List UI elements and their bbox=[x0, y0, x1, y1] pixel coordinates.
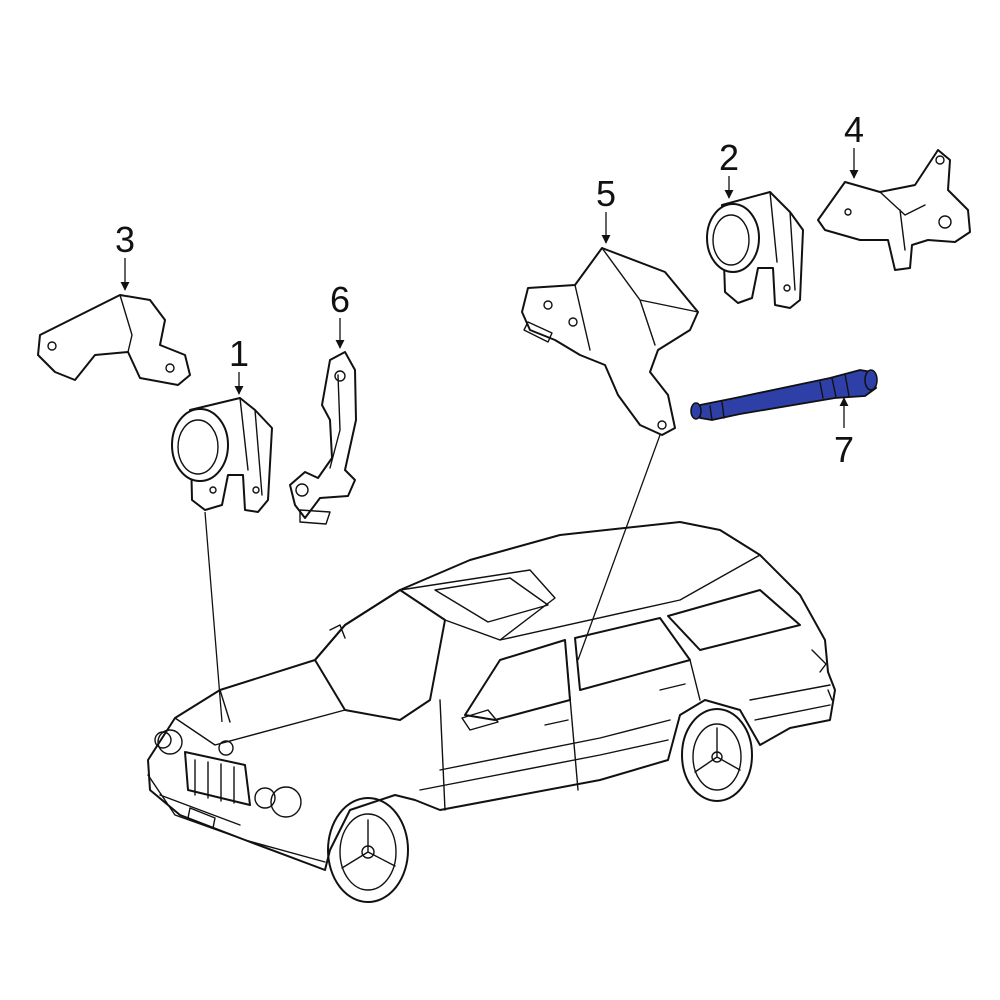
part-6-linkage-rod[interactable] bbox=[289, 351, 357, 525]
part-2-level-sensor[interactable] bbox=[706, 191, 804, 309]
leader-1 bbox=[204, 511, 223, 723]
callout-2: 2 bbox=[719, 137, 739, 178]
callout-1: 1 bbox=[229, 333, 249, 374]
callout-5: 5 bbox=[596, 173, 616, 214]
part-1-level-sensor[interactable] bbox=[171, 397, 273, 513]
part-7-connecting-rod[interactable] bbox=[690, 369, 878, 421]
callout-4: 4 bbox=[844, 109, 864, 150]
vehicle-station-wagon bbox=[147, 521, 836, 903]
part-3-bracket[interactable] bbox=[37, 294, 191, 386]
callout-7: 7 bbox=[834, 429, 854, 470]
rod-body bbox=[699, 369, 877, 421]
callout-6: 6 bbox=[330, 279, 350, 320]
part-5-mounting-bracket[interactable] bbox=[521, 247, 699, 436]
leader-5 bbox=[577, 434, 661, 661]
part-4-bracket[interactable] bbox=[817, 149, 971, 271]
callout-3: 3 bbox=[115, 219, 135, 260]
